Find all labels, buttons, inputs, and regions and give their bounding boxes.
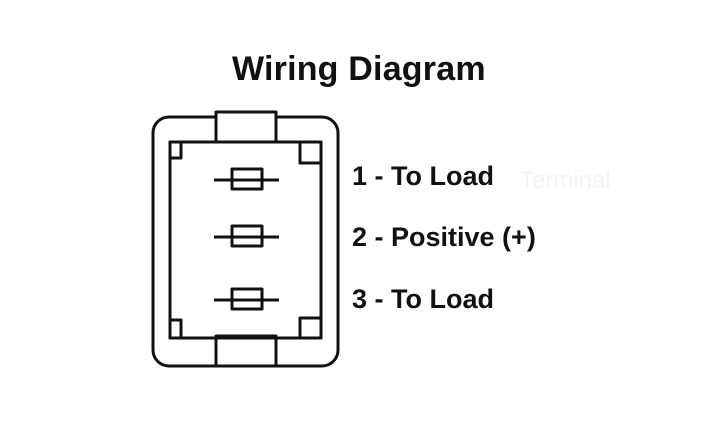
terminal-1 [214, 167, 279, 191]
switch-inner-frame [168, 140, 323, 340]
pin-label-3: 3 - To Load [352, 284, 494, 314]
pin-label-2: 2 - Positive (+) [352, 222, 536, 252]
watermark-text: Terminal [520, 167, 611, 194]
terminal-3 [214, 287, 279, 311]
switch-bottom-tab [214, 334, 278, 368]
corner-notch-bottom-left [168, 318, 183, 340]
corner-notch-bottom-right [298, 316, 323, 340]
pin-label-1: 1 - To Load [352, 161, 494, 191]
terminal-2 [214, 224, 279, 248]
corner-notch-top-right [298, 140, 323, 165]
corner-notch-top-left [168, 140, 183, 160]
diagram-title: Wiring Diagram [232, 50, 486, 88]
switch-top-tab [214, 110, 278, 144]
